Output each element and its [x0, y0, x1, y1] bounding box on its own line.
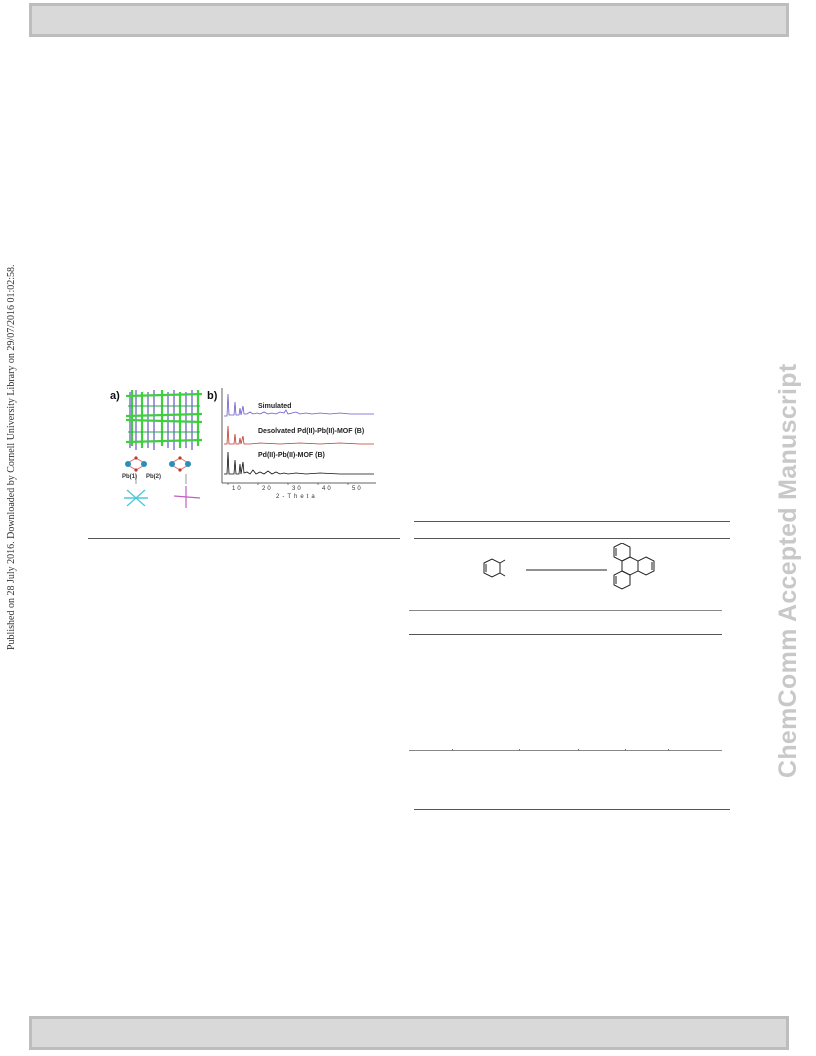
x-tick-label: 40	[322, 486, 333, 492]
table-column-tick	[668, 749, 669, 751]
figure-mof-structure-and-xrd: a) b)	[106, 386, 386, 511]
header-bar	[29, 3, 789, 37]
table-column-tick	[452, 749, 453, 751]
table-rule	[409, 750, 722, 751]
x-tick-label: 10	[232, 486, 243, 492]
accepted-manuscript-watermark: ChemComm Accepted Manuscript	[774, 363, 802, 779]
xrd-label-as-synthesized: Pd(II)-Pb(II)-MOF (B)	[258, 452, 325, 459]
table-bottom-rule	[414, 809, 730, 810]
x-tick-label: 20	[262, 486, 273, 492]
table-rule	[409, 634, 722, 635]
table-top-rule	[414, 521, 730, 522]
reaction-scheme	[483, 543, 655, 590]
table-column-tick	[519, 749, 520, 751]
x-axis-title: 2-Theta	[276, 494, 318, 500]
triphenylene-structure	[613, 543, 655, 590]
table-column-tick	[578, 749, 579, 751]
xrd-label-desolvated: Desolvated Pd(II)-Pb(II)-MOF (B)	[258, 428, 365, 435]
pb2-label: Pb(2)	[146, 474, 161, 480]
mof-framework-drawing	[124, 390, 203, 508]
xrd-label-simulated: Simulated	[258, 403, 292, 410]
panel-b-label: b)	[207, 390, 218, 402]
trace-simulated	[224, 393, 374, 417]
panel-a-label: a)	[110, 390, 120, 402]
trace-as-synthesized	[224, 451, 374, 475]
pb1-label: Pb(1)	[122, 474, 137, 480]
trace-desolvated	[224, 425, 374, 445]
figure-caption-rule	[88, 538, 400, 539]
pxrd-patterns	[221, 388, 376, 485]
table-header-rule	[414, 538, 730, 539]
x-tick-label: 30	[292, 486, 303, 492]
reactant-structure	[483, 558, 506, 578]
x-tick-label: 50	[352, 486, 363, 492]
table-rule	[409, 610, 722, 611]
table-column-tick	[625, 749, 626, 751]
publication-note: Published on 28 July 2016. Downloaded by…	[6, 264, 17, 650]
footer-bar	[29, 1016, 789, 1050]
